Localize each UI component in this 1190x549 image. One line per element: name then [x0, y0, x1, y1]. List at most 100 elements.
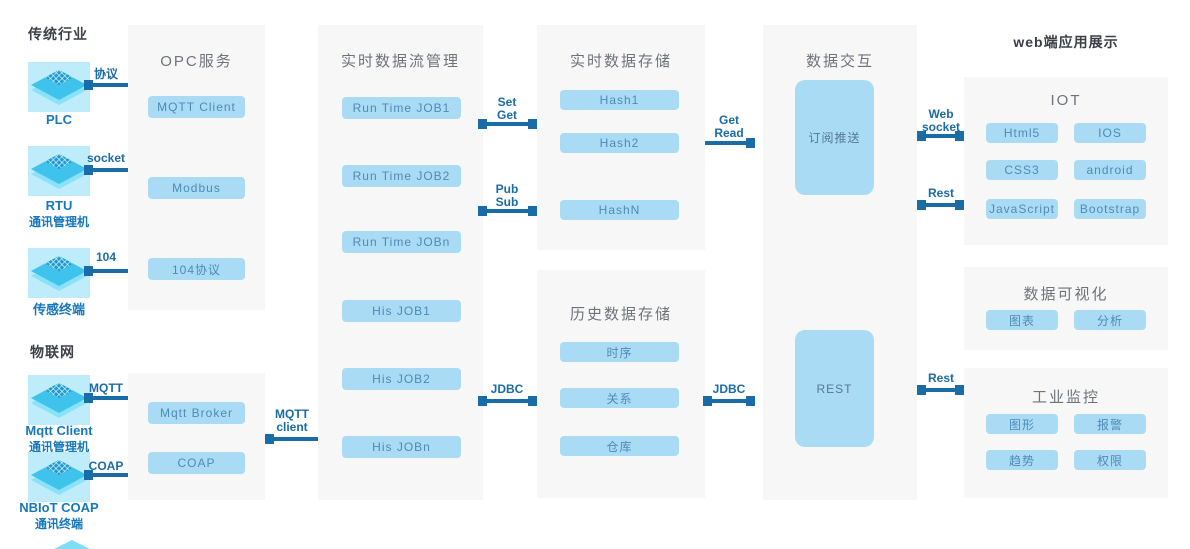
node-subscribe-push: 订阅推送: [795, 80, 874, 195]
header-iot-network: 物联网: [30, 344, 75, 360]
conn-104-label: 104: [95, 250, 117, 264]
node-android: android: [1074, 160, 1146, 180]
chip-grid-shape: [45, 383, 73, 398]
sensor-device-icon: [28, 248, 90, 298]
mqtt-client-device-icon: [28, 375, 90, 425]
chip-grid-shape: [45, 154, 73, 169]
conn-pub-sub-label-line2: Sub: [495, 195, 519, 209]
chip-grid-shape: [45, 256, 73, 271]
conn-socket-label: socket: [86, 151, 126, 165]
node-graphics: 图形: [986, 414, 1058, 434]
nbiot-device-icon: [28, 452, 90, 502]
node-html5: Html5: [986, 123, 1058, 143]
conn-coap-label: COAP: [88, 459, 124, 473]
panel-data-interaction-title: 数据交互: [805, 53, 874, 70]
rtu-sublabel: 通讯管理机: [28, 215, 89, 229]
conn-jdbc-left-label: JDBC: [490, 382, 524, 396]
conn-mqtt-client-line: [265, 434, 318, 444]
sensor-label: 传感终端: [32, 302, 85, 317]
conn-get-read-label-line1: Get: [718, 113, 739, 127]
node-hash2: Hash2: [560, 133, 679, 153]
node-analysis: 分析: [1074, 310, 1146, 330]
header-web-apps: web端应用展示: [1013, 34, 1119, 50]
conn-web-socket-label: Web socket: [906, 108, 976, 134]
conn-rest-top-label: Rest: [927, 186, 954, 200]
cutoff-device-icon: [50, 540, 94, 549]
conn-104-line: [84, 266, 128, 276]
conn-mqtt-client-label-line1: MQTT: [275, 407, 309, 421]
conn-set-get-label-line2: Get: [496, 108, 517, 122]
conn-jdbc-right-line: [703, 396, 755, 406]
node-his-job1: His JOB1: [342, 300, 461, 322]
node-runtime-job1: Run Time JOB1: [342, 97, 461, 119]
node-runtime-jobn: Run Time JOBn: [342, 231, 461, 253]
node-mqtt-client: MQTT Client: [148, 96, 245, 118]
conn-pub-sub-label: Pub Sub: [472, 183, 542, 209]
nbiot-sublabel: 通讯终端: [34, 517, 83, 531]
chip-grid-shape: [45, 460, 73, 475]
conn-mqtt-label: MQTT: [89, 381, 123, 395]
conn-set-get-label-line1: Set: [497, 95, 517, 109]
node-hashn: HashN: [560, 200, 679, 220]
panel-history-storage-title: 历史数据存储: [569, 306, 672, 323]
mqtt-client-sublabel: 通讯管理机: [28, 440, 89, 454]
conn-get-read-label: Get Read: [694, 114, 764, 140]
conn-mqtt-line: [84, 393, 128, 403]
nbiot-label: NBIoT COAP: [19, 500, 99, 515]
node-charts: 图表: [986, 310, 1058, 330]
conn-get-read-line: [705, 138, 755, 148]
conn-mqtt-client-label: MQTT client: [257, 408, 327, 434]
conn-set-get-label: Set Get: [472, 96, 542, 122]
mqtt-client-label: Mqtt Client: [25, 423, 93, 438]
node-mqtt-broker: Mqtt Broker: [148, 402, 245, 424]
panel-realtime-storage-title: 实时数据存储: [569, 53, 672, 70]
conn-pub-sub-line: [478, 206, 537, 216]
plc-device-icon: [28, 62, 90, 112]
conn-protocol-label: 协议: [93, 67, 118, 81]
plc-label: PLC: [46, 112, 72, 127]
node-runtime-job2: Run Time JOB2: [342, 165, 461, 187]
node-modbus: Modbus: [148, 177, 245, 199]
conn-rest-bottom-label: Rest: [927, 371, 954, 385]
panel-broker: [128, 373, 265, 500]
conn-set-get-line: [478, 119, 537, 129]
conn-web-socket-label-line2: socket: [921, 120, 961, 134]
node-coap: COAP: [148, 452, 245, 474]
node-ios: IOS: [1074, 123, 1146, 143]
rtu-device-icon: [28, 146, 90, 196]
conn-web-socket-label-line1: Web: [928, 107, 954, 121]
conn-get-read-label-line2: Read: [714, 126, 744, 140]
node-warehouse: 仓库: [560, 436, 679, 456]
node-rest: REST: [795, 330, 874, 447]
panel-stream-title: 实时数据流管理: [340, 53, 460, 70]
node-104-protocol: 104协议: [148, 258, 245, 280]
conn-protocol-line: [84, 80, 128, 90]
rtu-label: RTU: [45, 198, 73, 213]
conn-rest-top-line: [917, 200, 964, 210]
conn-rest-bottom-line: [917, 385, 964, 395]
panel-history-storage: [537, 270, 705, 498]
conn-pub-sub-label-line1: Pub: [495, 182, 519, 196]
node-his-job2: His JOB2: [342, 368, 461, 390]
conn-web-socket-line: [917, 131, 964, 141]
panel-opc-title: OPC服务: [160, 53, 233, 70]
header-traditional-industry: 传统行业: [28, 26, 88, 42]
node-alarm: 报警: [1074, 414, 1146, 434]
conn-coap-line: [84, 470, 128, 480]
node-relational: 关系: [560, 388, 679, 408]
node-css3: CSS3: [986, 160, 1058, 180]
conn-mqtt-client-label-line2: client: [276, 420, 308, 434]
panel-iot-title: IOT: [1050, 92, 1082, 109]
conn-jdbc-left-line: [478, 396, 537, 406]
panel-monitoring-title: 工业监控: [1031, 389, 1100, 406]
node-his-jobn: His JOBn: [342, 436, 461, 458]
node-timeseries: 时序: [560, 342, 679, 362]
node-bootstrap: Bootstrap: [1074, 199, 1146, 219]
panel-visualization: [964, 267, 1168, 350]
node-trend: 趋势: [986, 450, 1058, 470]
conn-jdbc-right-label: JDBC: [712, 382, 746, 396]
chip-grid-shape: [45, 70, 73, 85]
panel-visualization-title: 数据可视化: [1023, 286, 1109, 303]
conn-socket-line: [84, 165, 128, 175]
